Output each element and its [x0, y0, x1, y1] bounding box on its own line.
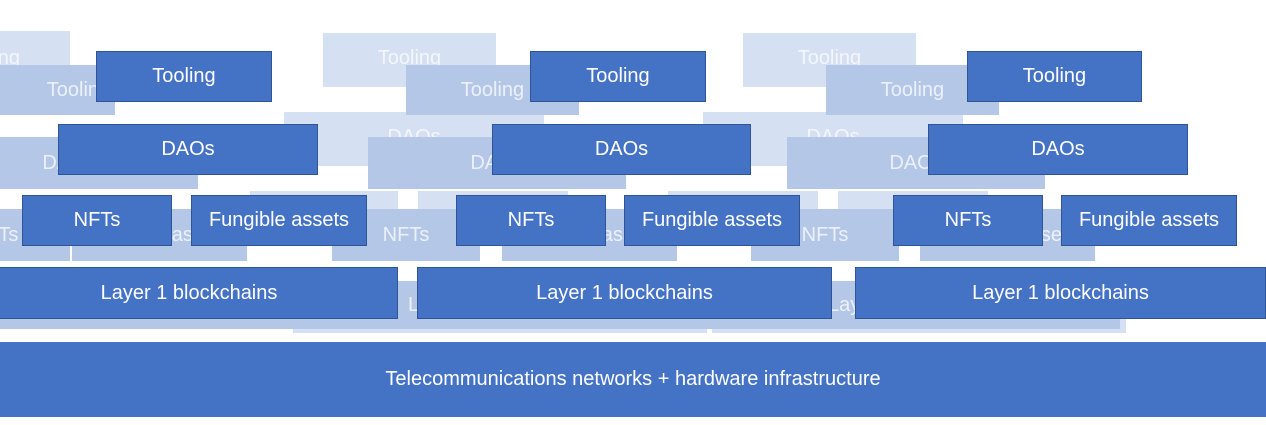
infrastructure-base-box: Telecommunications networks + hardware i…	[0, 342, 1266, 417]
daos-box: DAOs	[58, 124, 318, 175]
tooling-box: Tooling	[967, 51, 1142, 102]
tooling-box: Tooling	[96, 51, 272, 102]
layer1-blockchains-box: Layer 1 blockchains	[417, 267, 832, 319]
nfts-box: NFTs	[22, 195, 172, 246]
nfts-box: NFTs	[456, 195, 606, 246]
tooling-box: Tooling	[530, 51, 706, 102]
layer1-blockchains-box: Layer 1 blockchains	[0, 267, 398, 319]
layer1-blockchains-box: Layer 1 blockchains	[855, 267, 1266, 319]
ghost-tooling-box: Tooling	[0, 65, 115, 115]
fungible-assets-box: Fungible assets	[191, 195, 367, 246]
fungible-assets-box: Fungible assets	[1061, 195, 1237, 246]
nfts-box: NFTs	[893, 195, 1043, 246]
fungible-assets-box: Fungible assets	[624, 195, 800, 246]
daos-box: DAOs	[492, 124, 751, 175]
daos-box: DAOs	[928, 124, 1188, 175]
